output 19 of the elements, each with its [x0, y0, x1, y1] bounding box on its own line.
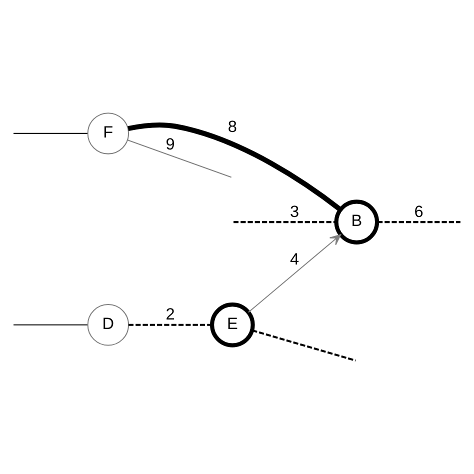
node-circle: E [210, 302, 255, 348]
edge-label: 8 [228, 118, 237, 136]
connector [128, 324, 212, 326]
connector [252, 329, 356, 362]
node-circle: D [87, 304, 130, 346]
connector [14, 132, 88, 134]
connector [14, 324, 88, 326]
edge-label: 3 [290, 202, 300, 221]
node-circle: F [87, 112, 130, 154]
arrow [248, 234, 342, 313]
connector [128, 122, 342, 212]
connector [378, 221, 460, 224]
edge-label: 9 [166, 136, 175, 154]
node-circle: B [334, 200, 380, 244]
edge-label: 2 [166, 306, 175, 324]
connector [234, 221, 336, 224]
connector [127, 140, 232, 178]
edge-label: 4 [290, 250, 300, 269]
edge-label: 6 [414, 202, 424, 221]
